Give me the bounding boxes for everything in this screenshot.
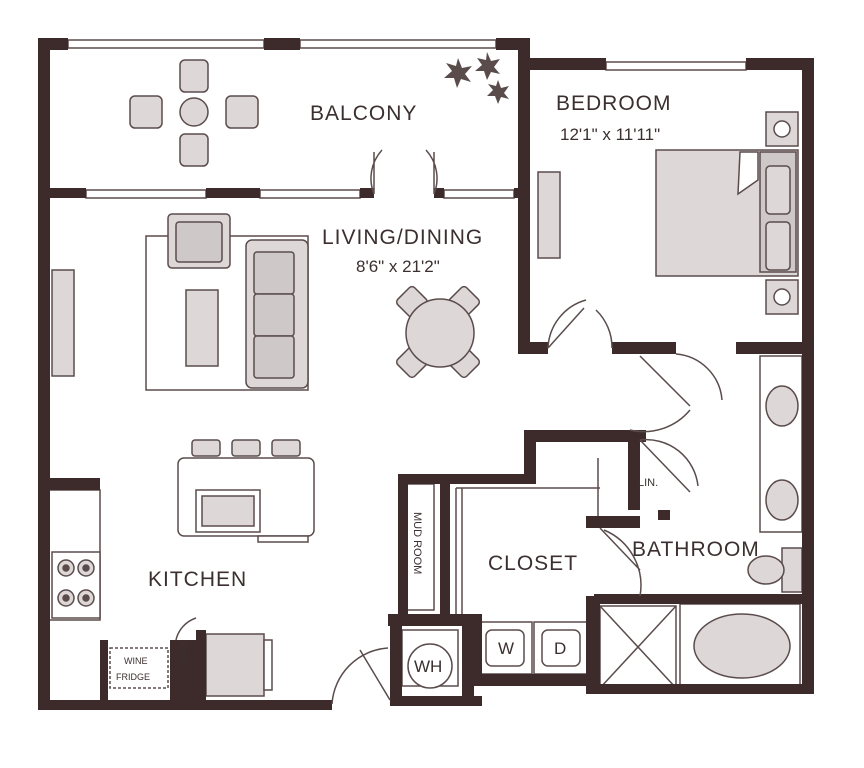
furniture-layer — [47, 52, 803, 697]
lamp-icon — [773, 120, 791, 138]
balcony-table-icon — [179, 97, 209, 127]
bathroom-label: BATHROOM — [632, 538, 760, 561]
sink-icon — [765, 479, 799, 521]
balcony-door — [370, 149, 438, 195]
linen-label: LIN. — [638, 477, 658, 489]
living-dimensions: 8'6" x 21'2" — [356, 257, 440, 276]
balcony-dining-set — [129, 59, 259, 167]
stool-icon — [231, 439, 261, 457]
wine-fridge — [109, 647, 169, 689]
chair-icon — [129, 95, 163, 129]
water-heater-label: WH — [414, 657, 442, 676]
mudroom-label: MUD ROOM — [411, 512, 423, 574]
pillow-icon — [765, 221, 791, 271]
plant-icon — [444, 52, 509, 104]
dresser — [537, 171, 561, 259]
wine-fridge-label-2: FRIDGE — [116, 672, 150, 682]
pillow-icon — [765, 165, 791, 215]
refrigerator-icon — [205, 633, 265, 697]
chair-icon — [179, 59, 209, 93]
dryer-label: D — [554, 639, 566, 658]
hall-door — [629, 353, 723, 433]
sink-icon — [765, 385, 799, 427]
walls — [38, 38, 814, 710]
linen-door — [639, 438, 699, 493]
dining-set — [395, 285, 481, 379]
chair-icon — [225, 95, 259, 129]
water-heater-icon — [407, 643, 453, 689]
room-labels: BALCONY BEDROOM 12'1" x 11'11" LIVING/DI… — [116, 92, 760, 682]
washer-label: W — [498, 639, 514, 658]
bedroom-door — [547, 299, 613, 349]
pantry-door — [175, 617, 197, 641]
chair-icon — [179, 133, 209, 167]
wine-fridge-label-1: WINE — [124, 656, 148, 666]
doors — [175, 149, 723, 705]
closet-label: CLOSET — [488, 552, 578, 575]
stool-icon — [271, 439, 301, 457]
coffee-table-icon — [185, 289, 219, 367]
dining-table-icon — [405, 298, 475, 368]
front-door — [331, 647, 391, 705]
bathtub-icon — [693, 613, 791, 679]
bedroom-label: BEDROOM — [556, 92, 672, 115]
toilet-icon — [747, 555, 785, 585]
balcony-label: BALCONY — [310, 102, 417, 125]
pantry-label: PAN. — [177, 642, 189, 667]
bath-door — [599, 527, 642, 597]
living-label: LIVING/DINING — [322, 226, 483, 249]
stool-icon — [191, 439, 221, 457]
kitchen-label: KITCHEN — [148, 568, 247, 591]
bedroom-dimensions: 12'1" x 11'11" — [560, 125, 660, 144]
lamp-icon — [773, 288, 791, 306]
nightstand — [765, 111, 799, 147]
tv-console — [51, 269, 75, 377]
stove-burner-icon — [51, 551, 101, 619]
